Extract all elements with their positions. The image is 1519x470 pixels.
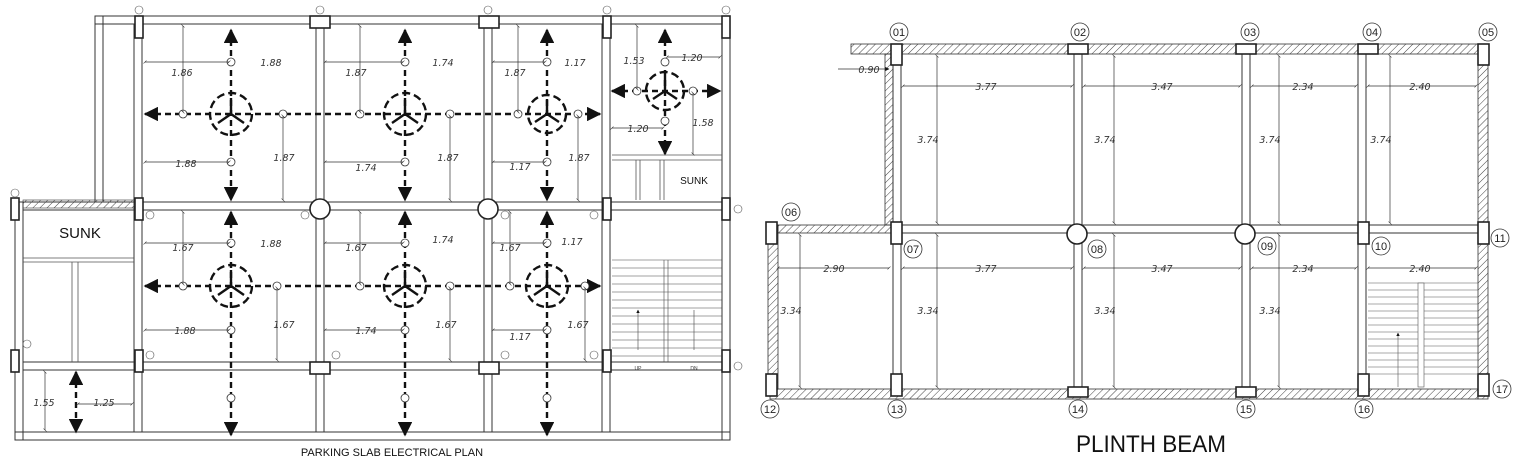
fan-icon: [644, 70, 686, 112]
dimension-lines-right: [776, 54, 1478, 389]
dim-text: 1.87: [568, 153, 589, 164]
walls: [14, 15, 731, 441]
dim-text: 1.74: [432, 58, 453, 69]
dim-text: 1.17: [509, 332, 530, 343]
offset-dim: 0.90: [858, 65, 879, 76]
dim-text: 1.87: [504, 68, 525, 79]
dim-text: 1.67: [435, 320, 456, 331]
plinth-beam-plan: 01 02 03 04 05 06 07 08 09 10 11 12 13 1…: [760, 22, 1512, 458]
dim-text: 1.25: [93, 398, 114, 409]
dim-text: 1.67: [273, 320, 294, 331]
dim-text: 3.74: [1259, 135, 1280, 146]
dim-text: 3.77: [975, 82, 996, 93]
dim-text: 2.34: [1292, 82, 1313, 93]
column-number: 06: [785, 207, 797, 219]
dim-text: 1.20: [681, 53, 702, 64]
column-number: 04: [1366, 27, 1378, 39]
fan-icon: [208, 263, 254, 309]
dim-text: 1.87: [273, 153, 294, 164]
dim-text: 1.74: [355, 163, 376, 174]
dim-text: 3.74: [1094, 135, 1115, 146]
dim-text: 1.88: [260, 58, 281, 69]
dim-text: 1.17: [509, 162, 530, 173]
light-points: [178, 57, 698, 403]
column-tags: [10, 5, 743, 371]
dim-text: 3.34: [780, 306, 801, 317]
stair-up-label: UP: [635, 366, 643, 372]
plan-title-right: PLINTH BEAM: [1076, 431, 1226, 458]
dim-text: 1.55: [33, 398, 54, 409]
columns: [10, 15, 731, 375]
dim-text: 1.67: [567, 320, 588, 331]
column-number: 10: [1375, 241, 1387, 253]
dim-text: 1.88: [175, 159, 196, 170]
dim-text: 3.34: [1259, 306, 1280, 317]
dim-text: 3.47: [1151, 264, 1172, 275]
dim-text: 1.74: [355, 326, 376, 337]
column-bubbles: [760, 22, 1512, 419]
dim-text: 1.88: [174, 326, 195, 337]
dim-text: 1.67: [499, 243, 520, 254]
column-number: 08: [1091, 244, 1103, 256]
dim-text: 1.67: [172, 243, 193, 254]
fan-icon: [208, 91, 254, 137]
dim-text: 1.86: [171, 68, 192, 79]
plinth-columns: [765, 43, 1490, 398]
dim-text: 2.40: [1409, 82, 1430, 93]
dim-text: 1.87: [345, 68, 366, 79]
conduit-lines: [68, 28, 722, 437]
column-number: 07: [907, 244, 919, 256]
column-number: 01: [893, 27, 905, 39]
column-number: 03: [1244, 27, 1256, 39]
dim-text: 3.74: [1370, 135, 1391, 146]
dim-text: 3.47: [1151, 82, 1172, 93]
column-number: 05: [1482, 27, 1494, 39]
sunk-label-right: SUNK: [680, 176, 708, 187]
dim-text: 1.88: [260, 239, 281, 250]
dim-text: 1.87: [437, 153, 458, 164]
column-number: 14: [1072, 404, 1084, 416]
staircase: [612, 259, 722, 362]
dim-text: 3.77: [975, 264, 996, 275]
ceiling-fans: [208, 70, 686, 309]
dim-text: 1.20: [627, 124, 648, 135]
dim-text: 1.58: [692, 118, 713, 129]
column-number: 09: [1261, 241, 1273, 253]
column-number: 16: [1358, 404, 1370, 416]
dim-text: 3.34: [917, 306, 938, 317]
dim-text: 1.53: [623, 56, 644, 67]
column-number: 02: [1074, 27, 1086, 39]
sunk-hatch-wall: [22, 199, 136, 209]
dim-text: 2.90: [823, 264, 844, 275]
fan-icon: [524, 263, 570, 309]
stair-down-label: DN: [690, 366, 698, 372]
column-number: 15: [1240, 404, 1252, 416]
fan-icon: [526, 93, 568, 135]
fan-icon: [382, 263, 428, 309]
column-number: 17: [1496, 384, 1508, 396]
sunk-label-left: SUNK: [59, 225, 101, 242]
dim-text: 1.74: [432, 235, 453, 246]
dim-text: 2.34: [1292, 264, 1313, 275]
plinth-staircase: [1368, 282, 1478, 388]
column-number: 11: [1494, 233, 1505, 245]
dim-text: 3.74: [917, 135, 938, 146]
plan-title-left: PARKING SLAB ELECTRICAL PLAN: [301, 447, 483, 459]
dim-text: 1.17: [561, 237, 582, 248]
fan-icon: [382, 91, 428, 137]
column-number: 12: [764, 404, 776, 416]
dim-text: 1.67: [345, 243, 366, 254]
dim-text: 2.40: [1409, 264, 1430, 275]
parking-slab-electrical-plan: SUNK SUNK UP DN: [10, 5, 743, 459]
dim-text: 3.34: [1094, 306, 1115, 317]
sunk-lines-left: [23, 257, 134, 362]
dimension-lines-left: [43, 24, 722, 432]
column-number: 13: [891, 404, 903, 416]
dim-text: 1.17: [564, 58, 585, 69]
